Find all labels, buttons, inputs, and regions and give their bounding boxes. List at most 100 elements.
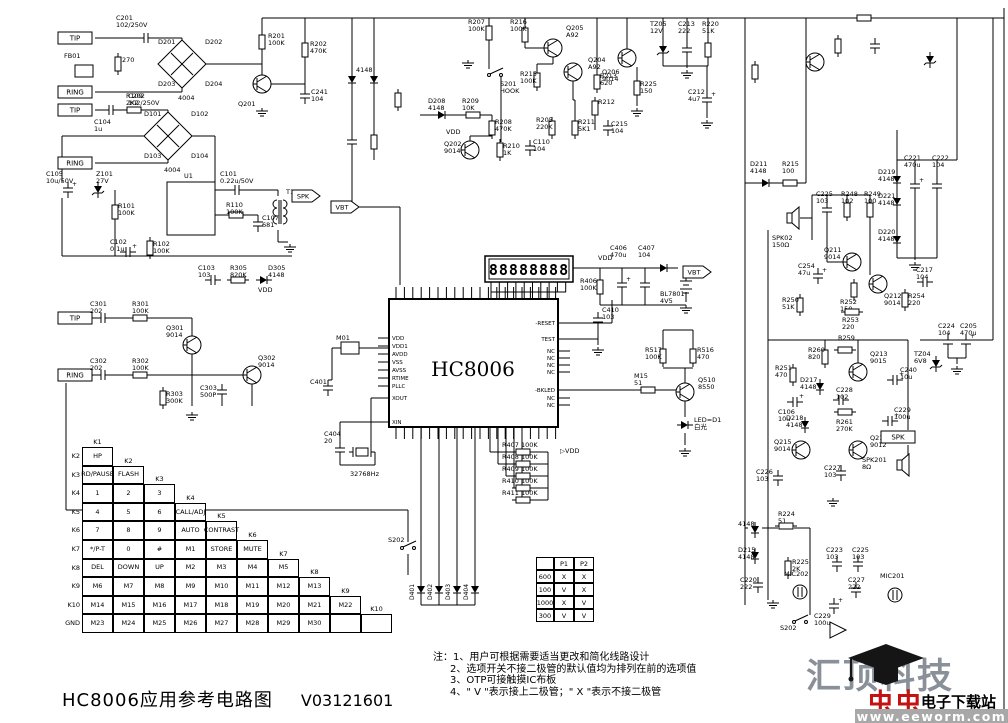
wire xyxy=(621,59,633,67)
component-D203: D203 xyxy=(158,80,175,88)
component-value: 4148 xyxy=(268,271,285,279)
component-label: D401 xyxy=(409,584,416,600)
wire xyxy=(489,67,504,75)
schematic-shape xyxy=(804,620,808,624)
matrix-cell: 2 xyxy=(113,484,144,503)
component-value: 470K xyxy=(495,125,512,133)
schematic-shape xyxy=(132,314,148,322)
component-label: C202 xyxy=(128,92,145,100)
component-value: 0.22u/50V xyxy=(220,177,254,185)
schematic-shape xyxy=(844,308,860,316)
ground-symbol xyxy=(681,70,693,79)
component-value: 104 xyxy=(916,273,928,281)
schematic-shape xyxy=(370,134,378,150)
component-value: 103 xyxy=(602,313,614,321)
component-value: 202 xyxy=(90,364,102,372)
component-270: 270 xyxy=(114,53,134,75)
component-cap xyxy=(870,38,880,54)
component-label: C302 xyxy=(90,357,107,365)
wire xyxy=(872,275,884,283)
ic-pin-label: NC xyxy=(547,349,555,355)
component-value: 470u xyxy=(610,251,627,259)
component-label: C225 xyxy=(816,190,833,198)
component-bridge xyxy=(157,39,207,89)
ic-pin-label: TEST xyxy=(540,337,555,343)
schematic-shape xyxy=(901,452,910,478)
component-value: 100K xyxy=(645,353,662,361)
wire xyxy=(809,53,821,61)
component-label: SPK201 xyxy=(862,456,887,464)
component-label: Q201 xyxy=(238,100,256,108)
component-label: R408 100K xyxy=(502,453,538,461)
component-value: 300K xyxy=(166,397,183,405)
component-value: 10u xyxy=(900,373,912,381)
component-label: D203 xyxy=(158,80,175,88)
component-label: ▷VDD xyxy=(560,447,579,455)
component-value: 470u xyxy=(960,329,977,337)
matrix-cell: M3 xyxy=(206,558,237,578)
lcd-display: 88888888 xyxy=(484,255,574,283)
matrix-cell: M24 xyxy=(113,614,144,633)
component-value: 103 xyxy=(816,197,828,205)
component-VBT: VBT xyxy=(682,265,712,279)
component-label: R253 xyxy=(842,316,859,324)
component-value: 104 xyxy=(611,127,623,135)
matrix-cell: M23 xyxy=(82,614,113,633)
component-bridge xyxy=(143,111,193,161)
wire xyxy=(666,50,670,54)
schematic-shape xyxy=(896,459,903,471)
component-D402: D402 xyxy=(427,584,434,600)
component-value: 1u xyxy=(94,125,102,133)
component-label: C229 xyxy=(814,612,831,620)
component-value: HOOK xyxy=(500,87,520,95)
component-label: R209 xyxy=(462,97,479,105)
component-value: 470 xyxy=(697,353,709,361)
component-value: 4148 xyxy=(800,383,817,391)
component-SPK: SPK xyxy=(291,189,321,203)
component-label: C205 xyxy=(960,322,977,330)
wire xyxy=(246,376,258,384)
component-value: 102 xyxy=(841,197,853,205)
component-VBT: VBT xyxy=(330,200,360,214)
component-label: C303 xyxy=(200,384,217,392)
component-res xyxy=(394,89,402,111)
option-table-header: P2 xyxy=(574,557,594,570)
component-label: C223 xyxy=(826,546,843,554)
component-value: 9014 xyxy=(884,299,901,307)
wire xyxy=(256,85,268,93)
component-SPK: SPK xyxy=(880,430,916,444)
component-label: D305 xyxy=(268,264,285,272)
matrix-cell: 4 xyxy=(82,502,113,522)
component-label: D220 xyxy=(878,228,895,236)
schematic-generated: VDDVDD1AVDDVSSAVSSRTIMEPLLCXOUTXIN-RESET… xyxy=(46,8,1005,714)
schematic-shape xyxy=(689,348,697,364)
schematic-shape xyxy=(94,186,102,193)
component-label: S201 xyxy=(500,80,517,88)
schematic-shape xyxy=(465,111,481,119)
wire xyxy=(794,614,809,622)
component-label: D208 xyxy=(428,97,445,105)
schematic-shape xyxy=(260,276,267,284)
matrix-cell xyxy=(361,614,392,633)
component-value: 9014 xyxy=(166,331,183,339)
option-table-cell: X xyxy=(574,570,594,583)
component-label: + xyxy=(894,412,899,419)
schematic-shape xyxy=(394,92,402,108)
component-4148: 4148 xyxy=(348,66,373,88)
matrix-col-header: K8 xyxy=(310,568,319,577)
